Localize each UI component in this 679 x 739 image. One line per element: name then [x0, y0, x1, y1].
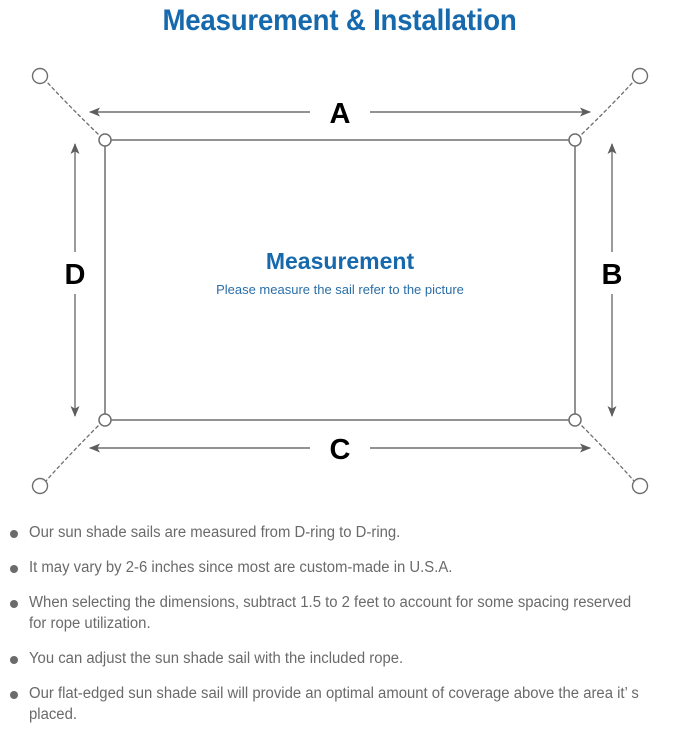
anchor-points	[31, 67, 649, 495]
list-item: It may vary by 2-6 inches since most are…	[0, 557, 679, 578]
anchor-point-bottom-left	[31, 477, 49, 495]
note-text: Our sun shade sails are measured from D-…	[29, 524, 401, 541]
bullet-icon	[10, 656, 18, 664]
d-ring-top-left	[98, 133, 112, 147]
page-title: Measurement & Installation	[162, 4, 517, 37]
rope-line-bottom-left	[45, 425, 99, 482]
note-text: It may vary by 2-6 inches since most are…	[29, 559, 453, 576]
dimension-label-c: C	[330, 434, 351, 466]
list-item: You can adjust the sun shade sail with t…	[0, 648, 679, 669]
dimension-label-a: A	[330, 98, 351, 130]
sail-measurement-subtext: Please measure the sail refer to the pic…	[216, 282, 464, 297]
measurement-diagram: A B C D Measurement Please measure the s…	[0, 52, 679, 512]
sail-measurement-heading: Measurement	[266, 248, 415, 274]
bullet-icon	[10, 530, 18, 538]
d-rings	[98, 133, 582, 427]
bullet-icon	[10, 691, 18, 699]
d-ring-bottom-left	[98, 413, 112, 427]
bullet-icon	[10, 565, 18, 573]
note-text: When selecting the dimensions, subtract …	[29, 594, 632, 632]
d-ring-bottom-right	[568, 413, 582, 427]
bullet-icon	[10, 600, 18, 608]
dimension-label-d: D	[65, 259, 86, 291]
list-item: Our sun shade sails are measured from D-…	[0, 522, 679, 543]
sail-body	[104, 139, 576, 421]
rope-line-top-right	[581, 80, 635, 135]
list-item: When selecting the dimensions, subtract …	[0, 592, 679, 634]
note-text: You can adjust the sun shade sail with t…	[29, 650, 404, 667]
rope-line-bottom-right	[581, 425, 635, 482]
anchor-point-top-right	[631, 67, 649, 85]
rope-lines	[45, 80, 635, 482]
list-item: Our flat-edged sun shade sail will provi…	[0, 683, 679, 725]
dimension-arrows	[70, 107, 617, 453]
rope-line-top-left	[45, 80, 99, 135]
anchor-point-bottom-right	[631, 477, 649, 495]
dimension-label-b: B	[602, 259, 623, 291]
notes-list: Our sun shade sails are measured from D-…	[0, 522, 679, 739]
anchor-point-top-left	[31, 67, 49, 85]
d-ring-top-right	[568, 133, 582, 147]
note-text: Our flat-edged sun shade sail will provi…	[29, 685, 639, 723]
